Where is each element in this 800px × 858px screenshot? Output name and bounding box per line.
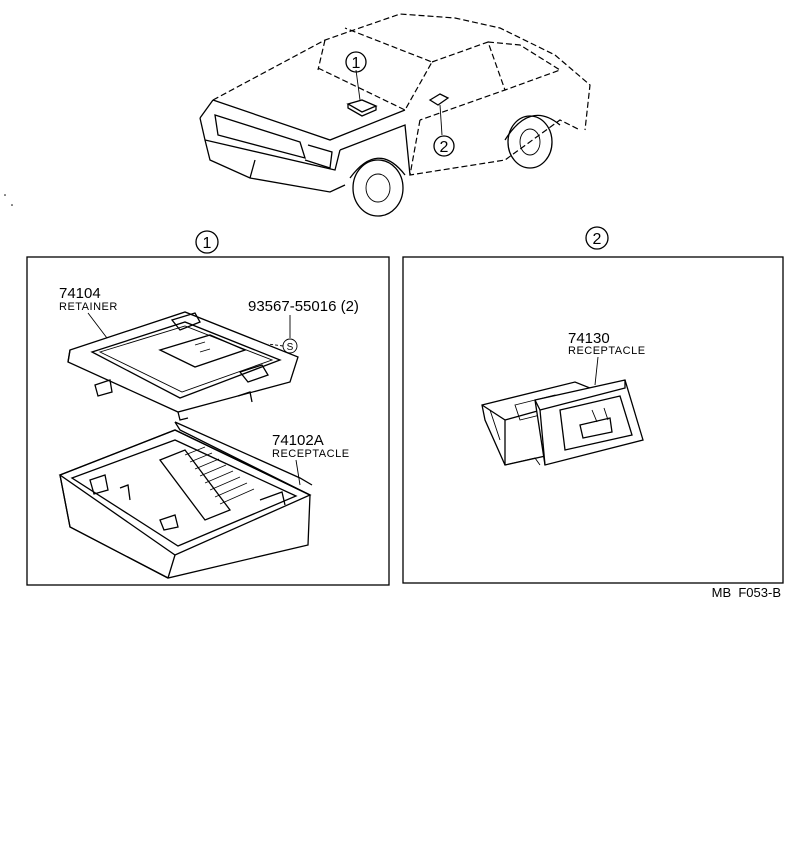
panel-2-callout: 2 [585,226,609,250]
svg-text:1: 1 [203,235,212,252]
screw-symbol: S [282,338,298,354]
receptacle-2-part-number: 74130 [568,330,610,347]
receptacle-2-name: RECEPTACLE [568,345,646,357]
receptacle-1-name: RECEPTACLE [272,448,350,460]
panel-1-callout: 1 [195,230,219,254]
svg-text:2: 2 [440,139,449,156]
callout-1-car: 1 [345,51,367,73]
retainer-part-number: 74104 [59,285,101,302]
retainer-illustration [67,311,299,421]
receptacle-1-part-number: 74102A [272,432,324,449]
reference-code: MB F053-B [712,585,781,600]
receptacle-2-illustration [481,379,644,466]
panel-2: 74130 RECEPTACLE [402,256,784,584]
svg-text:1: 1 [352,55,361,72]
panel-1: 74104 RETAINER 93567-55016 (2) S 74102A … [26,256,390,586]
screw-part-number: 93567-55016 (2) [248,298,359,315]
svg-text:S: S [287,342,294,353]
car-illustration: 1 2 [4,13,591,217]
receptacle-1-illustration [58,421,313,579]
callout-2-car: 2 [433,135,455,157]
svg-text:2: 2 [593,231,602,248]
receptacle-1-hatching [184,446,255,505]
retainer-name: RETAINER [59,301,118,313]
